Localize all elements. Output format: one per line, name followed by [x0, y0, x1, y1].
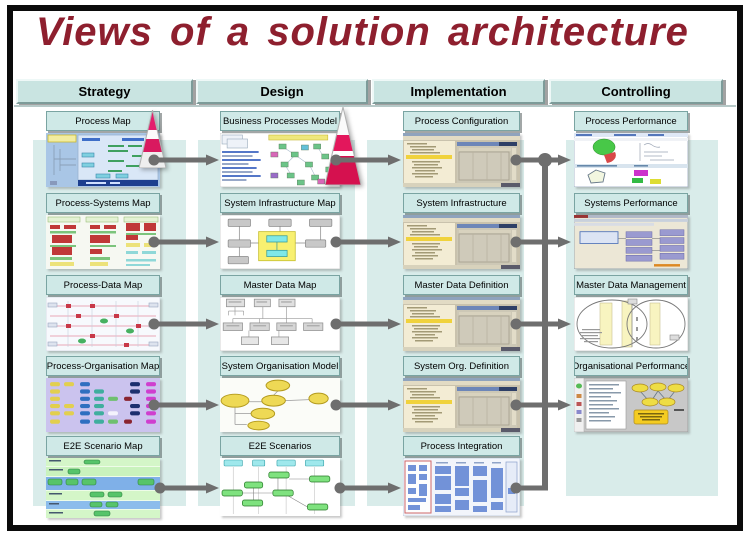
item-process-systems-map: Process-Systems Map: [46, 193, 160, 269]
pyramid-icon-small: [139, 110, 166, 168]
item-label: Business Processes Model: [220, 111, 340, 131]
item-process-data-map: Process-Data Map: [46, 275, 160, 351]
item-process-configuration: Process Configuration: [403, 111, 520, 187]
thumbnail-system-infrastructure-map: [220, 215, 340, 269]
item-systems-performance: Systems Performance: [574, 193, 688, 269]
thumbnail-system-organisation-model: [220, 378, 340, 432]
thumbnail-master-data-management: [574, 297, 688, 351]
thumbnail-business-processes-model: [220, 133, 340, 187]
item-label: Master Data Definition: [403, 275, 520, 295]
item-e2e-scenario-map: E2E Scenario Map: [46, 436, 160, 518]
thumbnail-process-performance: [574, 133, 688, 187]
thumbnail-organisational-performance: [574, 378, 688, 432]
item-master-data-management: Master Data Management: [574, 275, 688, 351]
item-label: Systems Performance: [574, 193, 688, 213]
item-label: Master Data Map: [220, 275, 340, 295]
item-label: Process-Organisation Map: [46, 356, 160, 376]
column-header-controlling: Controlling: [549, 79, 723, 104]
item-label: Process Configuration: [403, 111, 520, 131]
item-business-processes-model: Business Processes Model: [220, 111, 340, 187]
item-organisational-performance: Organisational Performance: [574, 356, 688, 432]
item-label: Master Data Management: [574, 275, 688, 295]
slide-title: Views of a solution architecture: [36, 10, 689, 54]
item-label: Process Performance: [574, 111, 688, 131]
slide-border: [7, 5, 743, 531]
thumbnail-process-integration: [403, 458, 520, 516]
thumbnail-master-data-map: [220, 297, 340, 351]
thumbnail-process-data-map: [46, 297, 160, 351]
item-system-org-definition: System Org. Definition: [403, 356, 520, 432]
item-e2e-scenarios: E2E Scenarios: [220, 436, 340, 516]
thumbnail-e2e-scenarios: [220, 458, 340, 516]
thumbnail-process-systems-map: [46, 215, 160, 269]
thumbnail-master-data-definition: [403, 297, 520, 351]
item-label: Process Map: [46, 111, 160, 131]
pyramid-icon-large: [325, 107, 361, 185]
thumbnail-process-organisation-map: [46, 378, 160, 432]
item-process-organisation-map: Process-Organisation Map: [46, 356, 160, 432]
column-header-design: Design: [196, 79, 368, 104]
item-label: System Organisation Model: [220, 356, 340, 376]
item-system-infrastructure-map: System Infrastructure Map: [220, 193, 340, 269]
item-label: Process-Data Map: [46, 275, 160, 295]
thumbnail-process-configuration: [403, 133, 520, 187]
header-divider-line: [14, 105, 736, 107]
item-process-performance: Process Performance: [574, 111, 688, 187]
item-process-map: Process Map: [46, 111, 160, 187]
item-label: Organisational Performance: [574, 356, 688, 376]
item-system-organisation-model: System Organisation Model: [220, 356, 340, 432]
item-master-data-definition: Master Data Definition: [403, 275, 520, 351]
thumbnail-systems-performance: [574, 215, 688, 269]
item-master-data-map: Master Data Map: [220, 275, 340, 351]
item-label: E2E Scenarios: [220, 436, 340, 456]
thumbnail-process-map: [46, 133, 160, 187]
item-label: Process-Systems Map: [46, 193, 160, 213]
thumbnail-system-org-definition: [403, 378, 520, 432]
thumbnail-e2e-scenario-map: [46, 458, 160, 518]
item-label: Process Integration: [403, 436, 520, 456]
item-label: System Org. Definition: [403, 356, 520, 376]
thumbnail-system-infrastructure: [403, 215, 520, 269]
item-label: E2E Scenario Map: [46, 436, 160, 456]
item-process-integration: Process Integration: [403, 436, 520, 516]
item-system-infrastructure: System Infrastructure: [403, 193, 520, 269]
item-label: System Infrastructure: [403, 193, 520, 213]
item-label: System Infrastructure Map: [220, 193, 340, 213]
column-header-strategy: Strategy: [16, 79, 193, 104]
column-header-implementation: Implementation: [372, 79, 545, 104]
